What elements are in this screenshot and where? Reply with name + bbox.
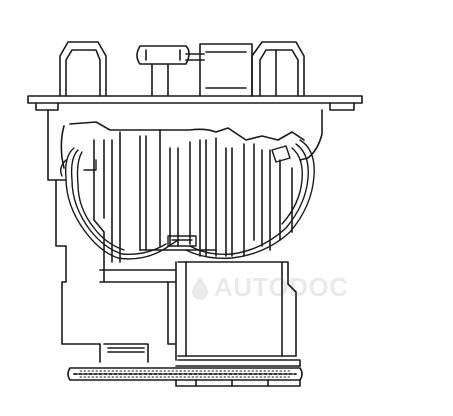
filter-canister [175, 261, 301, 367]
pump-internal-columns [93, 129, 293, 263]
strainer-screen [67, 367, 303, 387]
mounting-flange [27, 95, 363, 111]
lower-casing [99, 261, 177, 363]
watermark-text: AUTODOC [214, 272, 349, 302]
wiring-harness [59, 139, 315, 260]
central-outlet-fitting [136, 43, 253, 97]
watermark: AUTODOC [188, 272, 348, 303]
oil-drop-icon [192, 276, 208, 300]
reservoir-body [47, 109, 323, 345]
right-connector-housing [251, 41, 305, 97]
left-connector-housing [59, 41, 107, 97]
